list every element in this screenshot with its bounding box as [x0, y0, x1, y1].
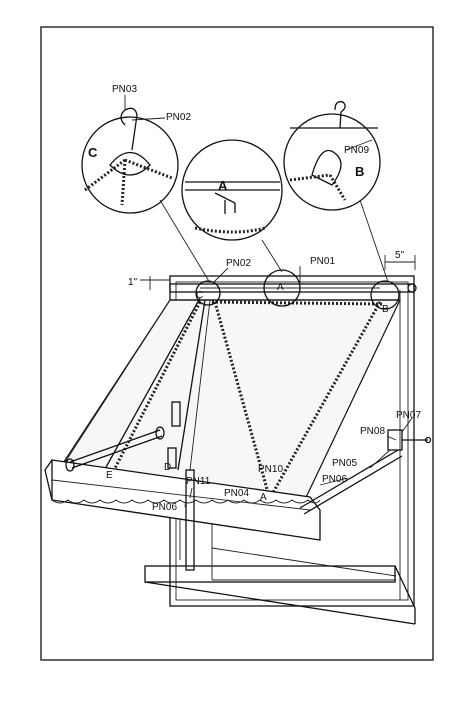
detail-circle-c [81, 107, 211, 284]
label-pn01: PN01 [310, 256, 335, 267]
detail-circle-b [283, 101, 389, 283]
diagram-border [40, 26, 434, 661]
label-dim-1: 1" [128, 277, 138, 288]
label-pn11: PN11 [186, 476, 211, 487]
label-mark-e: E [106, 470, 113, 481]
detail-circle-a [181, 139, 283, 273]
label-pn06-left: PN06 [152, 502, 177, 513]
label-pn07: PN07 [396, 410, 421, 421]
label-frame-b: B [382, 304, 389, 315]
label-dim-5: 5" [395, 250, 405, 261]
label-pn05: PN05 [332, 458, 357, 469]
label-pn04: PN04 [224, 488, 249, 499]
label-pn06-right: PN06 [322, 474, 347, 485]
dimension-5in [384, 255, 416, 270]
right-arm [299, 429, 432, 515]
label-pn02: PN02 [226, 258, 251, 269]
label-frame-c: C [196, 290, 203, 301]
dimension-1in [140, 276, 170, 290]
leader-lines [124, 95, 413, 508]
bracket-b [370, 280, 400, 310]
label-pn08: PN08 [360, 426, 385, 437]
left-arm-lower [65, 426, 165, 472]
label-pn03: PN03 [112, 84, 137, 95]
label-mark-d: D [164, 462, 171, 473]
label-pn10: PN10 [258, 464, 283, 475]
label-mark-a: A [260, 492, 267, 503]
bracket-c [195, 280, 221, 306]
bracket-a [263, 269, 301, 307]
label-frame-a: A [277, 282, 284, 293]
left-arm [99, 297, 211, 479]
label-detail-c: C [88, 145, 98, 160]
top-roller-bar [169, 283, 417, 293]
label-pn02-top: PN02 [166, 112, 191, 123]
label-detail-b: B [355, 164, 364, 179]
label-detail-a: A [218, 178, 228, 193]
label-pn09: PN09 [344, 145, 369, 156]
